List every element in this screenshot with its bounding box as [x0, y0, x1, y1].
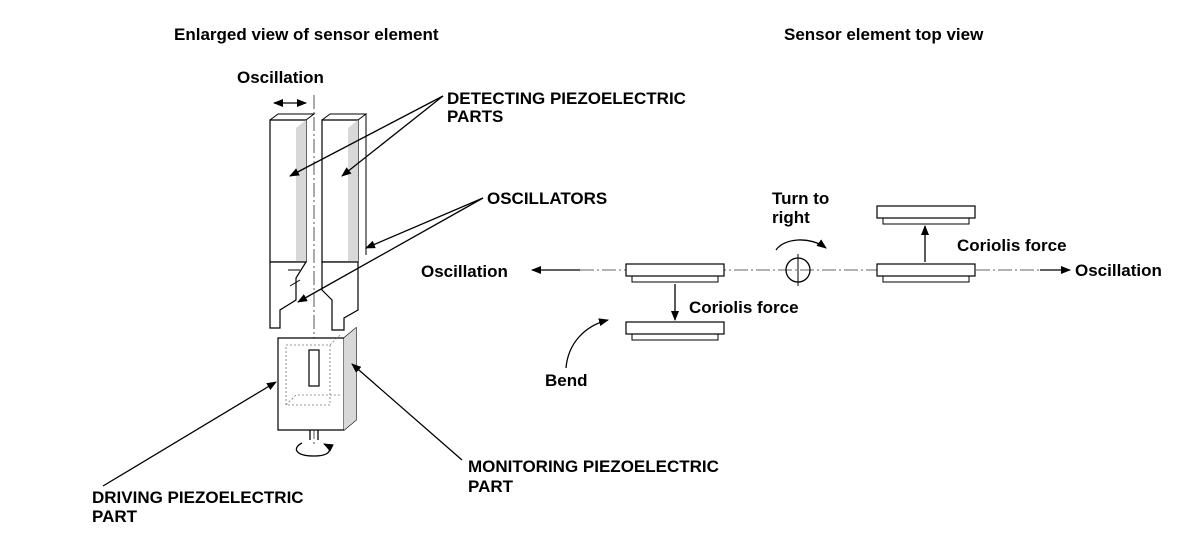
label-coriolis-bottom: Coriolis force: [689, 298, 799, 317]
label-oscillation-right: Oscillation: [1075, 261, 1162, 280]
top-view-illustration: [531, 205, 1071, 369]
heading-top-view: Sensor element top view: [784, 25, 984, 44]
bend-arrow-icon: [565, 318, 609, 369]
label-detecting-line2: PARTS: [447, 107, 503, 126]
label-monitoring-line1: MONITORING PIEZOELECTRIC: [468, 457, 719, 476]
leader-oscillator-lower: [297, 197, 484, 303]
plate-left-bent: [625, 321, 725, 335]
leader-driving: [102, 381, 277, 487]
monitoring-element: [308, 349, 320, 387]
label-detecting-line1: DETECTING PIEZOELECTRIC: [447, 89, 686, 108]
label-coriolis-top: Coriolis force: [957, 236, 1067, 255]
plate-right-shifted: [876, 205, 976, 219]
label-bend: Bend: [545, 371, 588, 390]
left-oscillator: [269, 261, 308, 329]
plate-right: [876, 263, 976, 277]
leader-detecting-left: [289, 95, 444, 177]
rotation-arrow-icon: [295, 442, 334, 457]
label-oscillation-left-view: Oscillation: [237, 68, 324, 87]
turn-right-arrow-icon: [775, 239, 827, 251]
plate-left: [625, 263, 725, 277]
label-driving-line2: PART: [92, 507, 138, 526]
sensor-element-illustration: [269, 95, 368, 457]
label-oscillation-left: Oscillation: [421, 262, 508, 281]
heading-enlarged-view: Enlarged view of sensor element: [174, 25, 439, 44]
label-turn-line1: Turn to: [772, 189, 829, 208]
leader-detecting-right: [341, 95, 444, 177]
leader-oscillator-upper: [365, 197, 484, 249]
label-driving-line1: DRIVING PIEZOELECTRIC: [92, 488, 304, 507]
leader-monitoring: [351, 363, 463, 461]
label-oscillators: OSCILLATORS: [487, 189, 607, 208]
label-monitoring-line2: PART: [468, 477, 514, 496]
label-turn-line2: right: [772, 208, 810, 227]
right-oscillator: [321, 261, 359, 331]
